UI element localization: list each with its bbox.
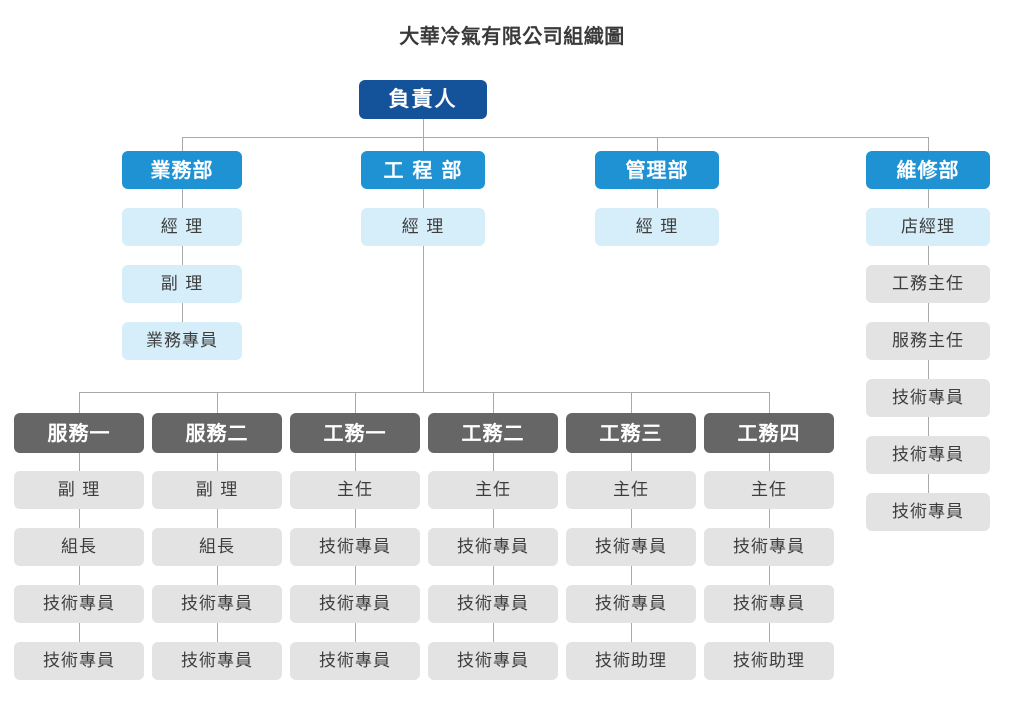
connector-service-1-c <box>79 566 80 585</box>
org-node-sales-role-0[interactable]: 經 理 <box>122 208 242 246</box>
org-node-sales-role-2[interactable]: 業務專員 <box>122 322 242 360</box>
org-node-works-3-role-0[interactable]: 主任 <box>566 471 696 509</box>
org-node-engineering-role-0[interactable]: 經 理 <box>361 208 485 246</box>
connector-works-2-d <box>493 623 494 642</box>
org-node-root[interactable]: 負責人 <box>359 80 487 119</box>
connector-drop-works-4 <box>769 392 770 413</box>
connector-drop-works-2 <box>493 392 494 413</box>
org-node-works-3-role-2[interactable]: 技術專員 <box>566 585 696 623</box>
connector-works-1-d <box>355 623 356 642</box>
org-node-maintenance-gray-2[interactable]: 技術專員 <box>866 379 990 417</box>
connector-engineering-to-teams <box>423 246 424 392</box>
org-node-works-3-role-1[interactable]: 技術專員 <box>566 528 696 566</box>
connector-maintenance-4 <box>928 360 929 379</box>
org-node-maintenance-gray-1[interactable]: 服務主任 <box>866 322 990 360</box>
org-node-maintenance-gray-0[interactable]: 工務主任 <box>866 265 990 303</box>
org-node-department-maintenance[interactable]: 維修部 <box>866 151 990 189</box>
connector-drop-engineering <box>423 137 424 151</box>
connector-maintenance-1 <box>928 189 929 208</box>
org-node-works-2-role-2[interactable]: 技術專員 <box>428 585 558 623</box>
connector-service-1-b <box>79 509 80 528</box>
org-node-works-2-role-0[interactable]: 主任 <box>428 471 558 509</box>
connector-works-2-a <box>493 453 494 471</box>
connector-service-1-a <box>79 453 80 471</box>
connector-works-4-b <box>769 509 770 528</box>
connector-drop-sales <box>182 137 183 151</box>
org-node-administration-role-0[interactable]: 經 理 <box>595 208 719 246</box>
connector-department-bus <box>182 137 928 138</box>
connector-works-3-c <box>631 566 632 585</box>
connector-root-stem <box>423 119 424 137</box>
org-node-service-1-role-1[interactable]: 組長 <box>14 528 144 566</box>
org-node-works-1-role-2[interactable]: 技術專員 <box>290 585 420 623</box>
connector-works-2-c <box>493 566 494 585</box>
connector-service-1-d <box>79 623 80 642</box>
connector-works-3-b <box>631 509 632 528</box>
connector-drop-service-2 <box>217 392 218 413</box>
connector-maintenance-3 <box>928 303 929 322</box>
org-node-team-works-4[interactable]: 工務四 <box>704 413 834 453</box>
org-node-works-2-role-3[interactable]: 技術專員 <box>428 642 558 680</box>
connector-works-3-d <box>631 623 632 642</box>
org-node-maintenance-role-0[interactable]: 店經理 <box>866 208 990 246</box>
org-node-service-2-role-0[interactable]: 副 理 <box>152 471 282 509</box>
org-node-service-1-role-0[interactable]: 副 理 <box>14 471 144 509</box>
org-node-team-works-2[interactable]: 工務二 <box>428 413 558 453</box>
org-node-team-service-2[interactable]: 服務二 <box>152 413 282 453</box>
connector-works-1-a <box>355 453 356 471</box>
org-node-works-4-role-1[interactable]: 技術專員 <box>704 528 834 566</box>
org-node-team-service-1[interactable]: 服務一 <box>14 413 144 453</box>
connector-drop-service-1 <box>79 392 80 413</box>
org-node-works-1-role-1[interactable]: 技術專員 <box>290 528 420 566</box>
org-node-service-2-role-2[interactable]: 技術專員 <box>152 585 282 623</box>
connector-maintenance-2 <box>928 246 929 265</box>
org-node-works-2-role-1[interactable]: 技術專員 <box>428 528 558 566</box>
org-node-works-4-role-0[interactable]: 主任 <box>704 471 834 509</box>
connector-engineering-1 <box>423 189 424 208</box>
connector-works-4-a <box>769 453 770 471</box>
connector-works-3-a <box>631 453 632 471</box>
connector-drop-works-1 <box>355 392 356 413</box>
connector-works-1-c <box>355 566 356 585</box>
connector-maintenance-6 <box>928 474 929 493</box>
connector-works-1-b <box>355 509 356 528</box>
org-node-department-engineering[interactable]: 工 程 部 <box>361 151 485 189</box>
org-node-maintenance-gray-3[interactable]: 技術專員 <box>866 436 990 474</box>
org-node-works-3-role-3[interactable]: 技術助理 <box>566 642 696 680</box>
connector-works-4-d <box>769 623 770 642</box>
org-node-team-works-3[interactable]: 工務三 <box>566 413 696 453</box>
connector-sales-1 <box>182 189 183 208</box>
connector-sales-2 <box>182 246 183 265</box>
connector-drop-works-3 <box>631 392 632 413</box>
org-node-maintenance-gray-4[interactable]: 技術專員 <box>866 493 990 531</box>
org-node-service-2-role-3[interactable]: 技術專員 <box>152 642 282 680</box>
connector-maintenance-5 <box>928 417 929 436</box>
org-node-service-2-role-1[interactable]: 組長 <box>152 528 282 566</box>
connector-service-2-d <box>217 623 218 642</box>
org-node-works-1-role-0[interactable]: 主任 <box>290 471 420 509</box>
org-node-service-1-role-2[interactable]: 技術專員 <box>14 585 144 623</box>
org-node-service-1-role-3[interactable]: 技術專員 <box>14 642 144 680</box>
connector-service-2-c <box>217 566 218 585</box>
connector-works-4-c <box>769 566 770 585</box>
org-node-works-4-role-3[interactable]: 技術助理 <box>704 642 834 680</box>
connector-administration-1 <box>657 189 658 208</box>
org-node-works-4-role-2[interactable]: 技術專員 <box>704 585 834 623</box>
page-title: 大華冷氣有限公司組織圖 <box>399 24 625 48</box>
connector-drop-maintenance <box>928 137 929 151</box>
connector-service-2-a <box>217 453 218 471</box>
connector-team-bus <box>79 392 769 393</box>
connector-works-2-b <box>493 509 494 528</box>
org-node-team-works-1[interactable]: 工務一 <box>290 413 420 453</box>
connector-sales-3 <box>182 303 183 322</box>
org-node-department-administration[interactable]: 管理部 <box>595 151 719 189</box>
connector-service-2-b <box>217 509 218 528</box>
org-node-sales-role-1[interactable]: 副 理 <box>122 265 242 303</box>
org-node-department-sales[interactable]: 業務部 <box>122 151 242 189</box>
connector-drop-administration <box>657 137 658 151</box>
org-node-works-1-role-3[interactable]: 技術專員 <box>290 642 420 680</box>
